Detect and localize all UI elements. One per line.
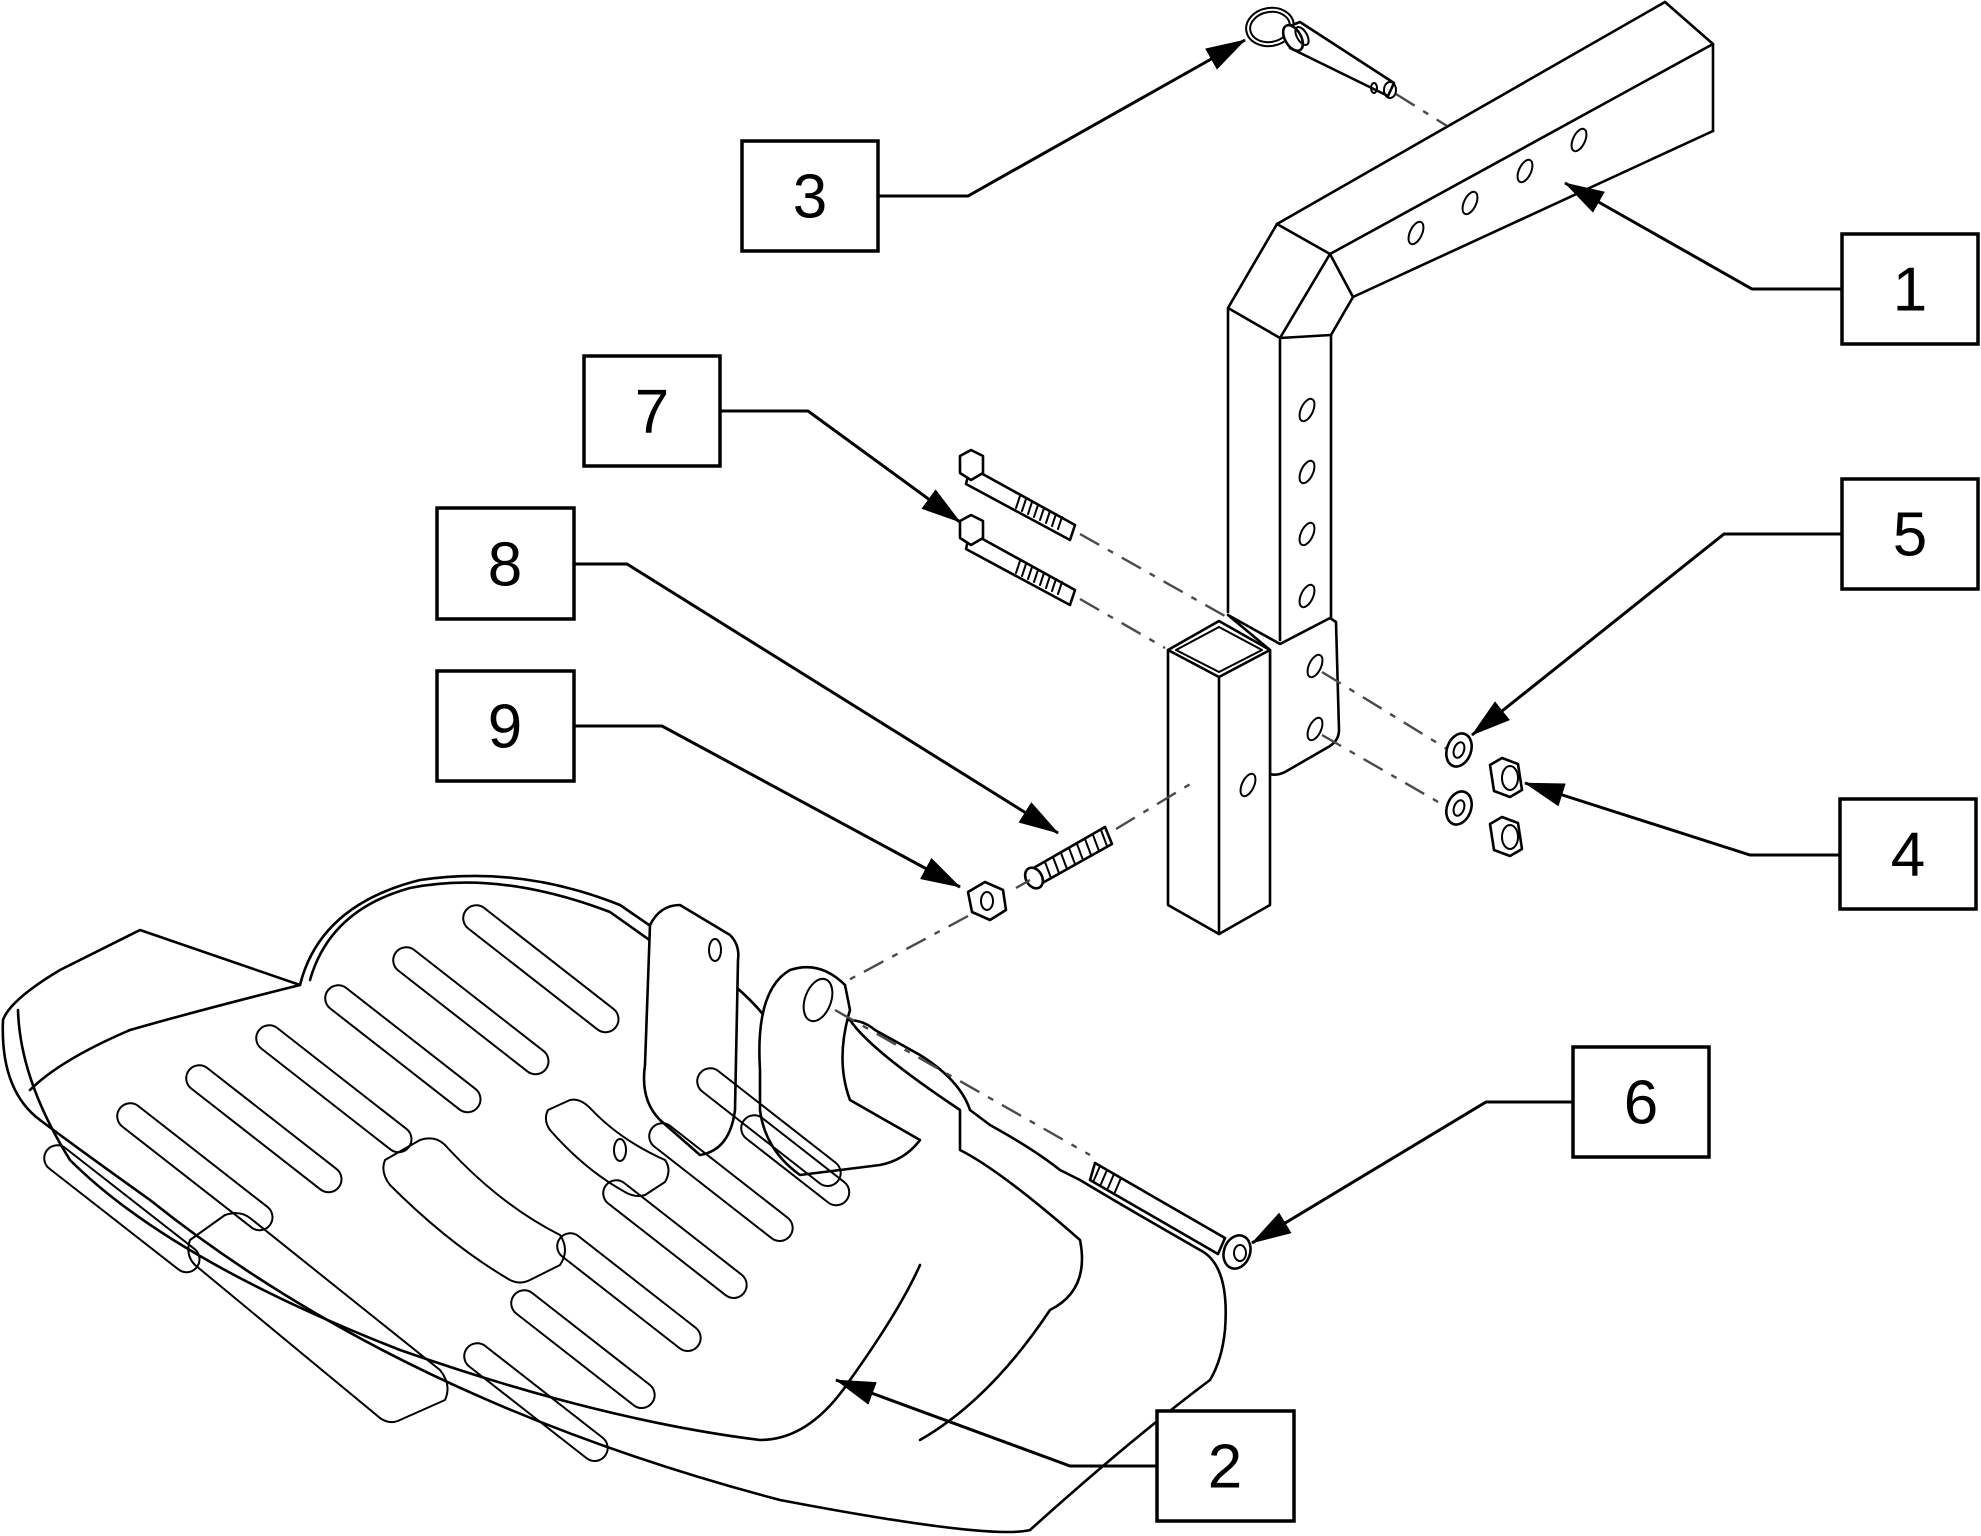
callout-label: 6 xyxy=(1624,1069,1658,1138)
callout-label: 3 xyxy=(793,163,827,232)
callout-9[interactable]: 9 xyxy=(435,669,576,783)
part-hex-nut xyxy=(829,878,1031,992)
vertical-holes xyxy=(1298,397,1316,609)
callout-label: 5 xyxy=(1893,501,1927,570)
part-quick-release-pin xyxy=(1245,6,1448,128)
callout-6[interactable]: 6 xyxy=(1571,1045,1711,1159)
callout-label: 1 xyxy=(1893,256,1927,325)
part-sleeve-bracket xyxy=(1166,613,1341,936)
callout-3[interactable]: 3 xyxy=(740,139,880,253)
part-set-screw xyxy=(1023,781,1193,890)
part-washers xyxy=(1445,732,1473,826)
callout-label: 4 xyxy=(1891,821,1925,890)
callout-label: 9 xyxy=(488,693,522,762)
callout-1[interactable]: 1 xyxy=(1840,232,1980,346)
callout-2[interactable]: 2 xyxy=(1155,1409,1296,1523)
part-footplate xyxy=(1,874,1227,1534)
part-cap-screw xyxy=(1088,1161,1252,1270)
part-lock-nuts xyxy=(1488,756,1524,858)
part-hanger-tube xyxy=(1226,0,1715,642)
callout-label: 7 xyxy=(635,378,669,447)
part-hex-bolts xyxy=(958,448,1233,650)
callout-label: 8 xyxy=(488,531,522,600)
hex-bolt-upper xyxy=(958,448,1233,622)
callout-8[interactable]: 8 xyxy=(435,506,576,621)
callout-4[interactable]: 4 xyxy=(1838,797,1978,911)
arm-holes xyxy=(1407,127,1588,246)
callout-label: 2 xyxy=(1208,1433,1242,1502)
callout-5[interactable]: 5 xyxy=(1840,477,1980,591)
hex-bolt-lower xyxy=(958,513,1166,650)
callout-7[interactable]: 7 xyxy=(582,354,722,468)
callout-leaders xyxy=(574,38,1842,1468)
